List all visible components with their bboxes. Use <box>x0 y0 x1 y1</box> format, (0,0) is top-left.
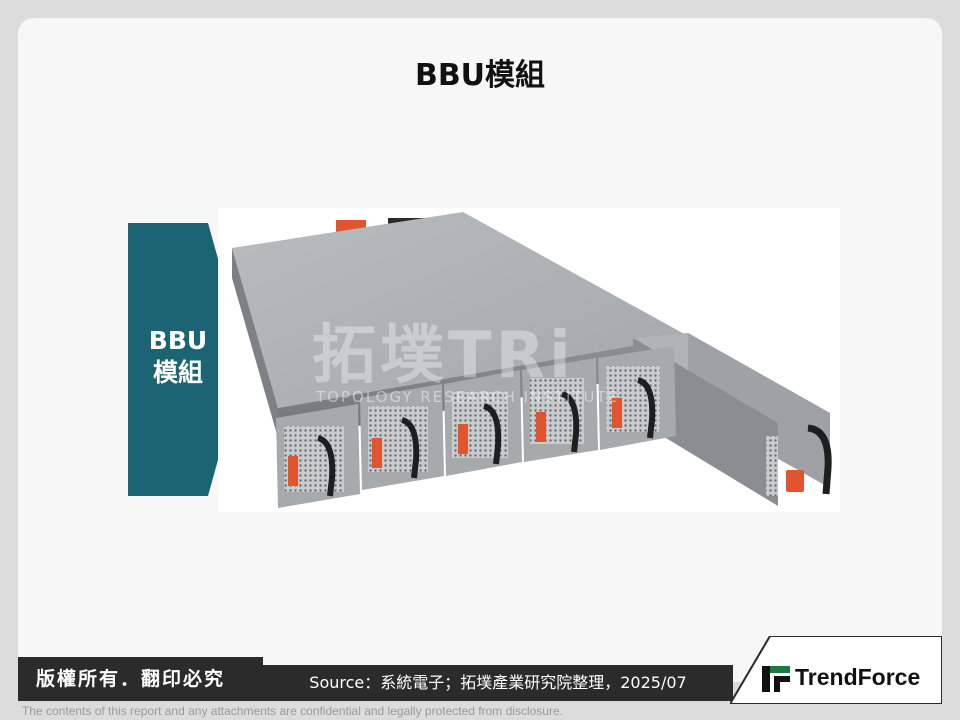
bbu-product-photo: 拓墣TRi TOPOLOGY RESEARCH INSTITUTE <box>218 208 840 512</box>
logo-background <box>730 636 942 704</box>
bbu-label-arrow: BBU 模組 <box>128 223 248 496</box>
confidentiality-disclaimer: The contents of this report and any atta… <box>22 704 563 718</box>
bbu-label-text: BBU 模組 <box>128 325 228 389</box>
trendforce-logo-icon <box>762 666 790 692</box>
page-title: BBU模組 <box>414 58 546 93</box>
server-chassis-illustration <box>232 212 832 508</box>
bbu-label-line2: 模組 <box>152 358 203 387</box>
bbu-label-line1: BBU <box>148 326 208 355</box>
copyright-notice: 版權所有．翻印必究 <box>18 657 263 701</box>
trendforce-logo-text: TrendForce <box>795 664 921 690</box>
watermark-logo: 拓墣TRi <box>312 319 575 393</box>
source-citation: Source：系統電子；拓墣產業研究院整理，2025/07 <box>263 665 733 701</box>
battery-modules <box>276 346 676 508</box>
watermark-subtitle: TOPOLOGY RESEARCH INSTITUTE <box>316 388 620 406</box>
arrow-shape <box>128 223 246 496</box>
